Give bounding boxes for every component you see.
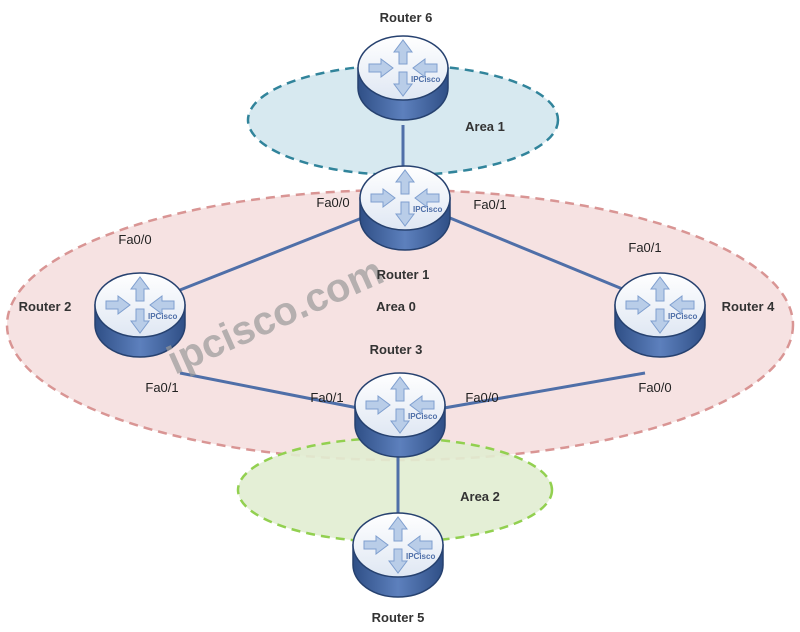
arrow-up-icon: [393, 39, 413, 65]
r3-fa0-0-label: Fa0/0: [465, 390, 498, 405]
router-brand-label: IPCisco: [148, 312, 177, 321]
link-r2-r3: [179, 371, 359, 410]
router-3-label: Router 3: [370, 342, 423, 357]
arrow-left-icon: [414, 188, 440, 208]
area-2-region: [236, 436, 554, 544]
area-0-label: Area 0: [376, 299, 416, 314]
router-top: [357, 35, 449, 101]
area-1-label: Area 1: [465, 119, 505, 134]
arrow-down-icon: [395, 201, 415, 227]
arrow-up-icon: [130, 276, 150, 302]
r1-fa0-0-label: Fa0/0: [316, 195, 349, 210]
r1-fa0-1-label: Fa0/1: [473, 197, 506, 212]
area-2-label: Area 2: [460, 489, 500, 504]
arrow-up-icon: [650, 276, 670, 302]
arrow-right-icon: [625, 295, 651, 315]
arrow-left-icon: [412, 58, 438, 78]
router-5-icon[interactable]: IPCisco: [352, 512, 444, 598]
router-6-icon[interactable]: IPCisco: [357, 35, 449, 121]
arrow-up-icon: [390, 376, 410, 402]
router-4-icon[interactable]: IPCisco: [614, 272, 706, 358]
arrow-right-icon: [363, 535, 389, 555]
arrow-down-icon: [388, 548, 408, 574]
arrow-right-icon: [368, 58, 394, 78]
router-brand-label: IPCisco: [406, 552, 435, 561]
r2-fa0-0-label: Fa0/0: [118, 232, 151, 247]
router-top: [354, 372, 446, 438]
arrow-up-icon: [395, 169, 415, 195]
router-3-icon[interactable]: IPCisco: [354, 372, 446, 458]
router-brand-label: IPCisco: [668, 312, 697, 321]
router-top: [614, 272, 706, 338]
router-1-icon[interactable]: IPCisco: [359, 165, 451, 251]
router-2-icon[interactable]: IPCisco: [94, 272, 186, 358]
r4-fa0-0-label: Fa0/0: [638, 380, 671, 395]
arrow-down-icon: [390, 408, 410, 434]
link-r1-r2: [179, 216, 363, 292]
arrow-left-icon: [669, 295, 695, 315]
router-4-label: Router 4: [722, 299, 776, 314]
router-top: [359, 165, 451, 231]
router-brand-label: IPCisco: [411, 75, 440, 84]
arrow-down-icon: [393, 71, 413, 97]
r3-fa0-1-label: Fa0/1: [310, 390, 343, 405]
arrow-down-icon: [130, 308, 150, 334]
link-r4-r3: [443, 371, 646, 410]
r2-fa0-1-label: Fa0/1: [145, 380, 178, 395]
router-brand-label: IPCisco: [413, 205, 442, 214]
arrow-left-icon: [149, 295, 175, 315]
arrow-down-icon: [650, 308, 670, 334]
router-top: [94, 272, 186, 338]
arrow-right-icon: [365, 395, 391, 415]
arrow-left-icon: [407, 535, 433, 555]
arrow-up-icon: [388, 516, 408, 542]
router-2-label: Router 2: [19, 299, 72, 314]
router-1-label: Router 1: [377, 267, 430, 282]
arrow-right-icon: [105, 295, 131, 315]
router-6-label: Router 6: [380, 10, 433, 25]
arrow-left-icon: [409, 395, 435, 415]
router-brand-label: IPCisco: [408, 412, 437, 421]
r4-fa0-1-label: Fa0/1: [628, 240, 661, 255]
arrow-right-icon: [370, 188, 396, 208]
router-5-label: Router 5: [372, 610, 425, 625]
router-top: [352, 512, 444, 578]
link-r1-r4: [449, 216, 626, 292]
